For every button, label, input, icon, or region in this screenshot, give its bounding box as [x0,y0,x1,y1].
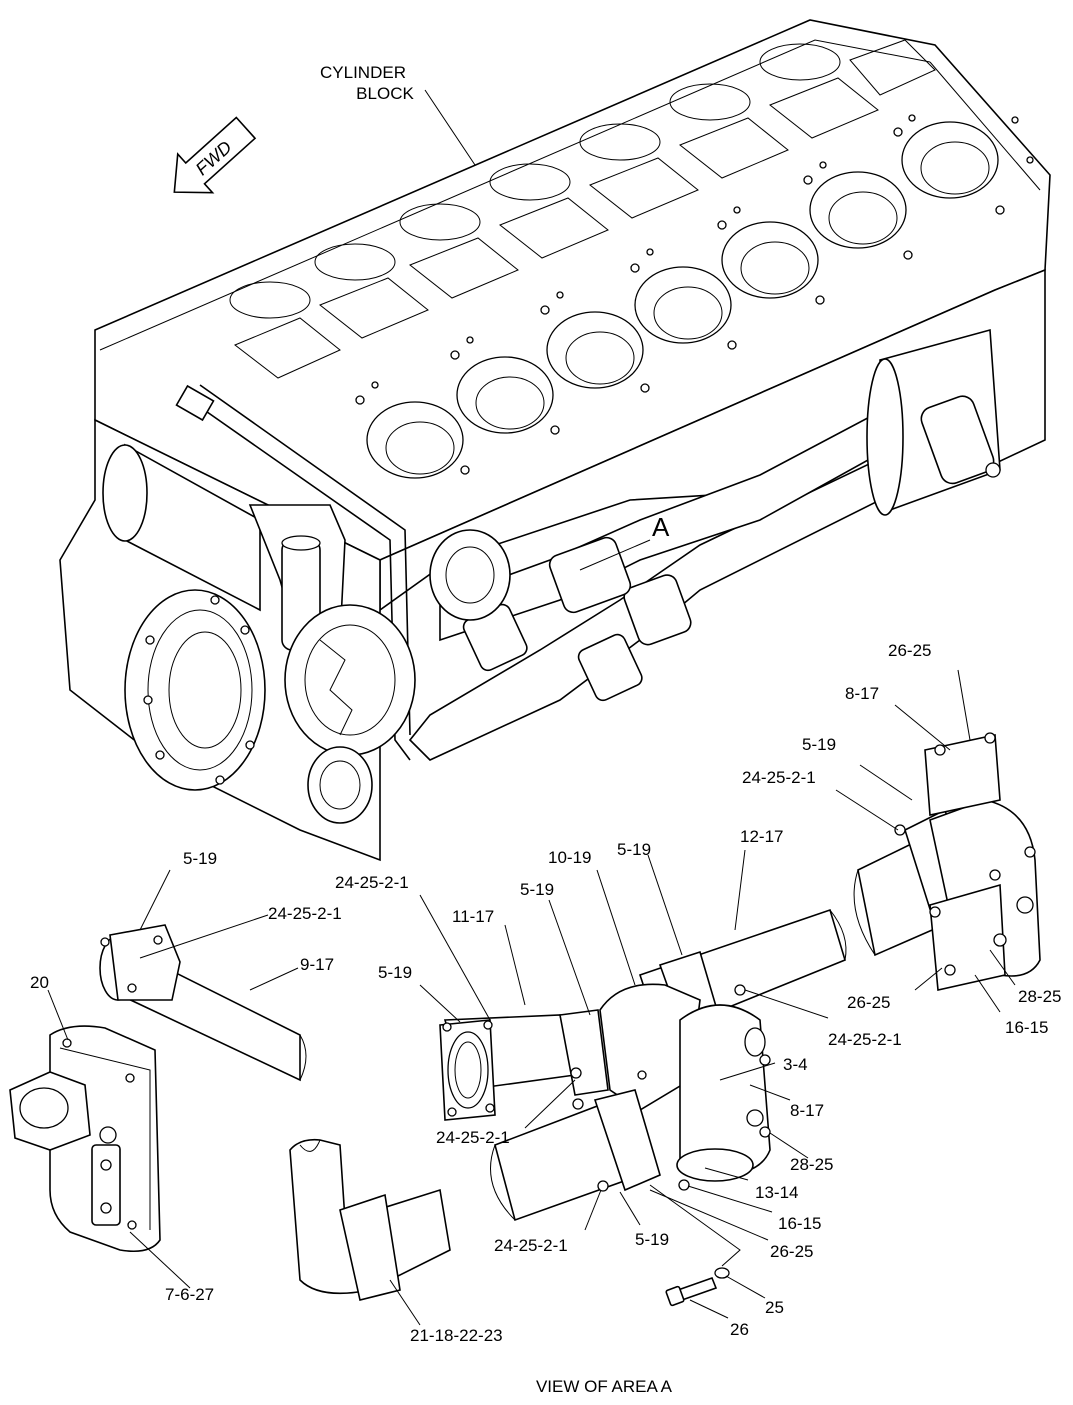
bolt-holes [355,114,1034,475]
callout: 28-25 [790,1155,833,1174]
callout: 16-15 [778,1214,821,1233]
callout: 26 [730,1320,749,1339]
thermostat-housing-right [853,732,1041,991]
callout: 10-19 [548,848,591,867]
callout: 5-19 [520,880,554,899]
callout: 12-17 [740,827,783,846]
callout: 28-25 [1018,987,1061,1006]
callout: 9-17 [300,955,334,974]
callout: 24-25-2-1 [268,904,342,923]
callout: 8-17 [845,684,879,703]
callout: 26-25 [770,1242,813,1261]
valve-pockets [234,39,936,379]
callout: 11-17 [452,907,494,926]
callout: 24-25-2-1 [335,873,409,892]
callout: 24-25-2-1 [742,768,816,787]
callout: 26-25 [888,641,931,660]
callout: 5-19 [378,963,412,982]
forward-arrow: FWD [173,116,257,194]
flywheel-housing [124,589,266,791]
callout: 25 [765,1298,784,1317]
callout: 16-15 [1005,1018,1048,1037]
water-pump-assembly [439,908,847,1307]
callout: 20 [30,973,49,992]
pump-housing-7-6-27 [9,1025,161,1253]
callout: 24-25-2-1 [828,1030,902,1049]
text-labels: CYLINDER BLOCK A 26-25 8-17 5-19 24-25-2… [30,63,1061,1396]
cylinder-block [59,19,1051,862]
callout: 13-14 [755,1183,798,1202]
callout: 24-25-2-1 [494,1236,568,1255]
cylinder-block-label-line2: BLOCK [356,84,414,103]
callout: 26-25 [847,993,890,1012]
callout: 8-17 [790,1101,824,1120]
callout: 5-19 [802,735,836,754]
view-caption: VIEW OF AREA A [536,1377,673,1396]
area-a-label: A [652,512,670,542]
callout: 3-4 [783,1055,808,1074]
callout: 5-19 [617,840,651,859]
callout: 5-19 [635,1230,669,1249]
tube-9-17 [99,924,307,1082]
far-bank-bores [229,43,841,319]
cylinder-bores [366,121,999,479]
callout: 24-25-2-1 [436,1128,510,1147]
callout: 5-19 [183,849,217,868]
callout: 21-18-22-23 [410,1326,503,1345]
cylinder-block-label-line1: CYLINDER [320,63,406,82]
leader-lines [47,89,1016,1326]
callout: 7-6-27 [165,1285,214,1304]
elbow-tube-21-18-22-23 [289,1138,451,1301]
